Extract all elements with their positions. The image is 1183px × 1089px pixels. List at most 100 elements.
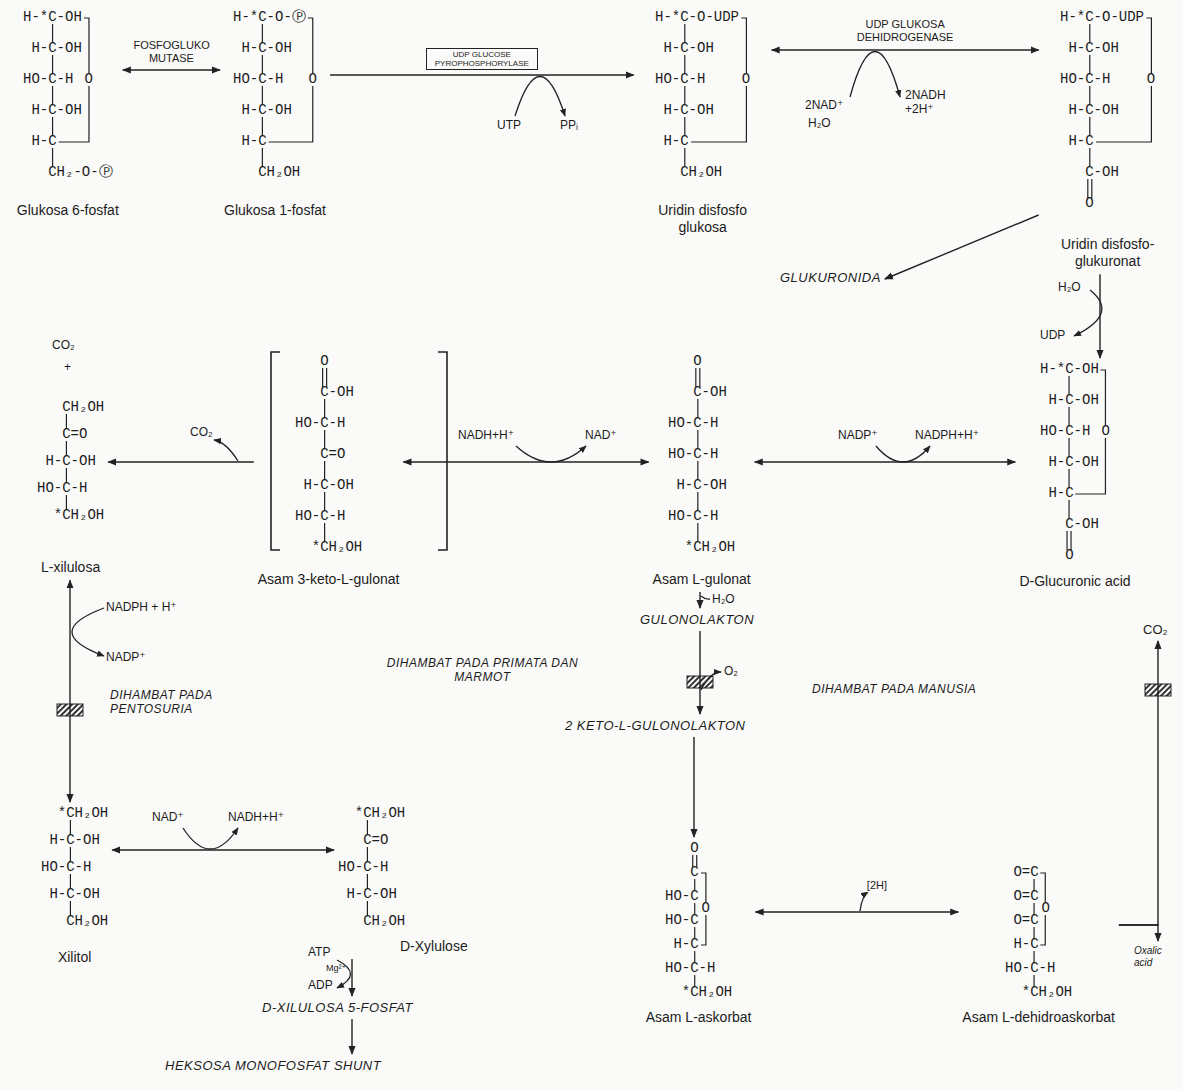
- pathway-step: Oxalic acid: [1130, 941, 1183, 973]
- reaction-arrow: [693, 737, 694, 837]
- atom-group: *CH₂OH: [682, 985, 732, 1000]
- atom-group: O: [693, 354, 701, 369]
- cofactor-label: CO₂: [190, 425, 213, 439]
- atom-group: H-C: [1013, 937, 1038, 952]
- compound-structure: H-*C-O-UDPH-C-OHHO-C-HH-C-OHH-CC-OHOOUri…: [1039, 6, 1177, 274]
- cofactor-arc: [72, 608, 104, 656]
- atom-group: O: [85, 72, 93, 87]
- cofactor-label: DIHAMBAT PADA MANUSIA: [812, 682, 976, 696]
- cofactor-label: NADP⁺: [838, 428, 878, 442]
- atom-group: H-C-OH: [1068, 41, 1118, 56]
- atom-group: *CH₂OH: [1022, 985, 1072, 1000]
- reaction-arrow: [330, 74, 634, 75]
- atom-group: O: [690, 841, 698, 856]
- cofactor-arc: [701, 596, 710, 599]
- step-name: D-XILULOSA 5-FOSFAT: [262, 1000, 413, 1015]
- compound-name: D-Glucuronic acid: [1019, 573, 1130, 590]
- bond-lines: [642, 837, 756, 1030]
- atom-group: H-C-OH: [31, 103, 81, 118]
- atom-group: H-C-OH: [1048, 393, 1098, 408]
- compound-structure: OCHO-CHO-CH-CHO-C-H*CH₂OHOAsam L-askorba…: [642, 837, 756, 1030]
- step-name: Oxalic acid: [1134, 945, 1180, 969]
- cofactor-arc: [860, 892, 868, 911]
- compound-structure: H-*C-OHH-C-OHHO-C-HH-C-OHH-CC-OHOOD-Gluc…: [1015, 358, 1134, 594]
- atom-group: CH₂OH: [363, 914, 405, 929]
- atom-group: C=O: [363, 833, 388, 848]
- pathway-step: GLUKURONIDA: [776, 266, 885, 289]
- atom-group: H-C-OH: [676, 478, 726, 493]
- atom-group: O: [1085, 196, 1093, 211]
- compound-name: Glukosa 6-fosfat: [17, 202, 119, 219]
- compound-name: Uridin disfosfo glukosa: [638, 202, 768, 236]
- compound-name: Xilitol: [58, 949, 91, 966]
- cofactor-label: NAD⁺: [585, 428, 617, 442]
- atom-group: HO-C-H: [1060, 72, 1110, 87]
- reaction-arrow: [755, 461, 1016, 462]
- atom-group: H-C-OH: [241, 41, 291, 56]
- reaction-arrow: [1119, 641, 1158, 925]
- atom-group: H-C-OH: [49, 833, 99, 848]
- atom-group: H-C: [31, 134, 56, 149]
- reaction-arrow: [772, 49, 1039, 50]
- atom-group: H-C-OH: [31, 41, 81, 56]
- pathway-step: CO₂: [1139, 618, 1172, 641]
- reaction-arrow: [351, 1019, 352, 1054]
- enzyme-label: FOSFOGLUKO MUTASE: [131, 39, 211, 65]
- atom-group: H-*C-O-UDP: [1060, 10, 1144, 25]
- atom-group: *CH₂OH: [54, 508, 104, 523]
- cofactor-label: 2NADH +2H⁺: [905, 88, 967, 116]
- compound-structure: *CH₂OHH-C-OHHO-C-HH-C-OHCH₂OHXilitol: [37, 802, 112, 970]
- atom-group: O: [1147, 72, 1155, 87]
- compound-structure: H-*C-O-UDPH-C-OHHO-C-HH-C-OHH-CCH₂OHOUri…: [634, 6, 772, 240]
- atom-group: HO-C-H: [668, 447, 718, 462]
- cofactor-label: H₂O: [712, 592, 735, 606]
- compound-structure: CH₂OHC=OH-C-OHHO-C-H*CH₂OHL-xilulosa: [33, 396, 108, 580]
- atom-group: O: [701, 901, 709, 916]
- atom-group: HO-C-H: [233, 72, 283, 87]
- atom-group: H-*C-OH: [23, 10, 82, 25]
- step-name: GLUKURONIDA: [780, 270, 881, 285]
- compound-name: D-Xylulose: [400, 938, 468, 955]
- atom-group: *CH₂OH: [355, 806, 405, 821]
- cofactor-label: NADP⁺: [106, 650, 146, 664]
- atom-group: H-C-OH: [49, 887, 99, 902]
- atom-group: H-C-OH: [1048, 455, 1098, 470]
- atom-group: O: [309, 72, 317, 87]
- atom-group: HO-C-H: [668, 416, 718, 431]
- compound-name: Glukosa 1-fosfat: [224, 202, 326, 219]
- cofactor-label: DIHAMBAT PADA PENTOSURIA: [110, 688, 285, 716]
- reaction-arrow: [1119, 925, 1158, 941]
- enzyme-label: UDP GLUKOSA DEHIDROGENASE: [843, 18, 967, 44]
- atom-group: H-C: [1048, 486, 1073, 501]
- atom-group: HO-C-H: [37, 481, 87, 496]
- pathway-step: 2 KETO-L-GULONOLAKTON: [561, 714, 750, 737]
- atom-group: O: [742, 72, 750, 87]
- atom-group: H-C: [663, 134, 688, 149]
- cofactor-label: NADPH + H⁺: [106, 600, 177, 614]
- cofactor-label: NADH+H⁺: [458, 428, 514, 442]
- atom-group: H-*C-OH: [1040, 362, 1099, 377]
- atom-group: HO-C-H: [665, 961, 715, 976]
- atom-group: HO-C-H: [41, 860, 91, 875]
- atom-group: C=O: [320, 447, 345, 462]
- atom-group: C-OH: [1065, 517, 1099, 532]
- pathway-step: D-XILULOSA 5-FOSFAT: [258, 996, 417, 1019]
- enzyme-label: UDP GLUCOSE PYROPHOSPHORYLASE: [426, 48, 538, 70]
- atom-group: HO-C-H: [1005, 961, 1055, 976]
- atom-group: HO-C: [665, 889, 699, 904]
- cofactor-arc: [515, 77, 565, 117]
- reaction-arrow: [123, 69, 220, 70]
- atom-group: CH₂OH: [258, 165, 300, 180]
- cofactor-arc: [850, 52, 900, 98]
- reaction-arrow: [112, 849, 334, 850]
- cofactor-label: UDP: [1040, 328, 1065, 342]
- atom-group: O=C: [1013, 889, 1038, 904]
- cofactor-label: CO₂: [52, 338, 75, 352]
- cofactor-label: NADH+H⁺: [228, 810, 284, 824]
- atom-group: H-C: [1068, 134, 1093, 149]
- atom-group: H-C-OH: [1068, 103, 1118, 118]
- atom-group: O: [320, 354, 328, 369]
- atom-group: H-C-OH: [241, 103, 291, 118]
